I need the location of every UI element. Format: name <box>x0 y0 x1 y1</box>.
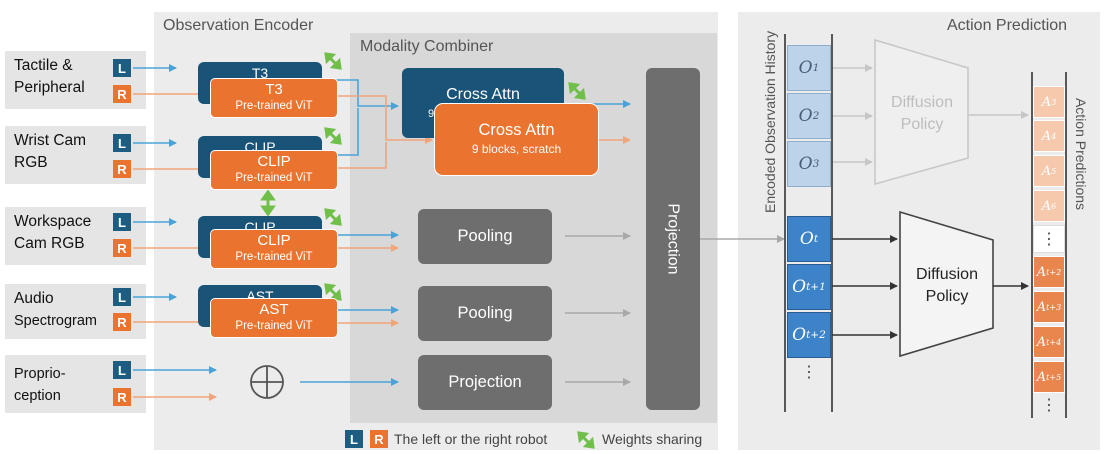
projection-tall: Projection <box>646 68 700 410</box>
right-robot-badge: R <box>113 313 131 331</box>
diffusion-policy-top-shape <box>874 38 969 186</box>
action-ellipsis-bottom: ⋮ <box>1041 397 1057 414</box>
pooling-audio: Pooling <box>418 286 552 341</box>
weights-sharing-icons <box>260 52 586 301</box>
legend-weights-text: Weights sharing <box>602 431 703 447</box>
legend-lr-text: The left or the right robot <box>394 431 548 447</box>
left-robot-badge: L <box>113 134 131 152</box>
cross-attn-right: Cross Attn 9 blocks, scratch <box>434 103 599 176</box>
left-robot-badge: L <box>113 361 131 379</box>
encoded-history-label: Encoded Observation History <box>762 30 778 213</box>
right-robot-badge: R <box>113 239 131 257</box>
history-ellipsis: ⋮ <box>801 364 817 381</box>
left-robot-badge: L <box>113 288 131 306</box>
right-robot-badge: R <box>113 388 131 406</box>
action-predictions-label: Action Predictions <box>1073 97 1089 211</box>
legend-weights-icon <box>577 431 595 449</box>
action-ellipsis: ⋮ <box>1033 225 1065 253</box>
observation-encoder-title: Observation Encoder <box>163 17 314 34</box>
legend-left-badge: L <box>345 430 363 448</box>
projection-proprio: Projection <box>418 355 552 410</box>
diffusion-policy-bottom-shape <box>899 210 994 358</box>
modality-combiner-title: Modality Combiner <box>360 38 494 55</box>
pooling-workspace: Pooling <box>418 209 552 264</box>
left-robot-badge: L <box>113 59 131 77</box>
legend-right-badge: R <box>370 430 388 448</box>
left-robot-badge: L <box>113 213 131 231</box>
right-robot-badge: R <box>113 160 131 178</box>
right-robot-badge: R <box>113 85 131 103</box>
sum-circle <box>250 365 284 399</box>
action-prediction-title: Action Prediction <box>947 17 1068 34</box>
